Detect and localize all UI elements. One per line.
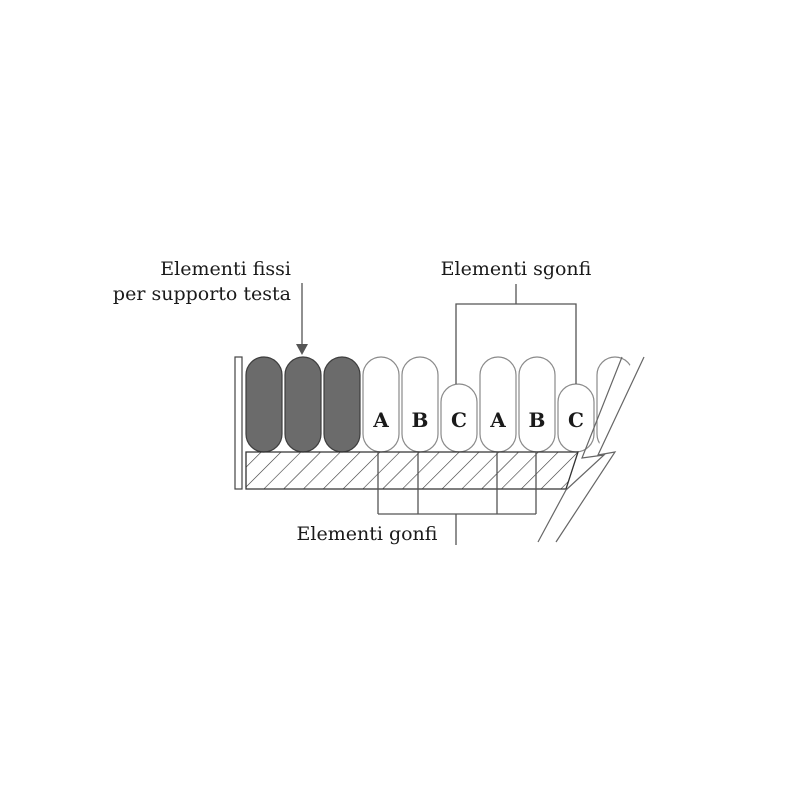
cell-letter: C <box>568 408 584 432</box>
break-line-tail <box>537 489 567 543</box>
cell-letter: A <box>372 408 389 432</box>
arrow-fixed-head <box>296 344 308 355</box>
cell-inflated <box>479 356 517 453</box>
cell-inflated <box>362 356 400 453</box>
cell-letter: A <box>489 408 506 432</box>
mattress-base <box>245 451 579 490</box>
cell-inflated <box>518 356 556 453</box>
cell-letter: B <box>529 408 546 432</box>
break-line-bottom <box>555 356 645 543</box>
label-fixed-line1: Elementi fissi <box>160 258 291 280</box>
cell-letter: B <box>412 408 429 432</box>
cell-letter: C <box>451 408 467 432</box>
cell-fixed <box>245 356 283 453</box>
label-inflated: Elementi gonfi <box>297 523 438 545</box>
bracket-inflated <box>377 452 537 545</box>
headboard-plate <box>234 356 243 490</box>
cell-inflated <box>401 356 439 453</box>
break-line-top <box>565 356 623 491</box>
label-fixed-line2: per supporto testa <box>113 283 291 305</box>
cell-fixed <box>323 356 361 453</box>
cell-fixed <box>284 356 322 453</box>
cell-partial <box>596 356 634 453</box>
label-deflated: Elementi sgonfi <box>441 258 592 280</box>
